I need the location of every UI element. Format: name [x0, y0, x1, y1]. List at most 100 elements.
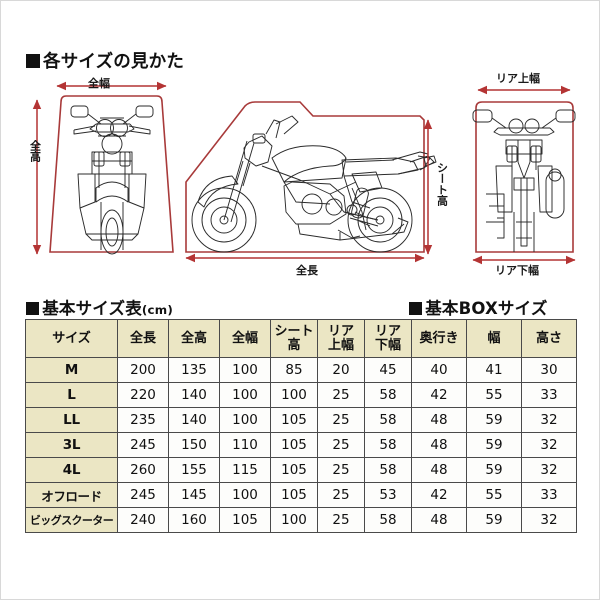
diagram-label-rear-upper-width: リア上幅 [496, 72, 540, 85]
section-heading-basic-box-size-label: 基本BOXサイズ [425, 299, 548, 318]
column-header-seat-height: シート高 [270, 319, 318, 358]
row-header-size-name: 4L [25, 457, 118, 483]
diagram-label-overall-height: 全高 [28, 140, 42, 162]
motorcycle-dimension-diagrams [32, 81, 576, 265]
cell-box-width: 55 [466, 482, 522, 508]
diagram-label-seat-height: シート高 [435, 162, 449, 206]
table-header: サイズ 全長 全高 全幅 シート高 リア上幅 リア下幅 奥行き 幅 高さ [25, 319, 577, 358]
column-header-overall-height: 全高 [168, 319, 220, 358]
cell-box-width: 59 [466, 457, 522, 483]
cell-seat-height: 105 [270, 457, 318, 483]
cell-rear-lower-width: 58 [364, 407, 412, 433]
section-heading-basic-box-size: 基本BOXサイズ [409, 295, 548, 319]
cell-seat-height: 100 [270, 507, 318, 533]
cell-overall-length: 220 [117, 382, 169, 408]
cell-overall-length: 245 [117, 482, 169, 508]
cell-rear-upper-width: 25 [317, 457, 365, 483]
cell-overall-width: 100 [219, 482, 271, 508]
column-header-rear-lower-width: リア下幅 [364, 319, 412, 358]
cell-box-depth: 48 [411, 507, 467, 533]
cell-overall-width: 100 [219, 382, 271, 408]
column-header-line: 上幅 [327, 337, 354, 353]
cell-rear-upper-width: 20 [317, 357, 365, 383]
bullet-square-icon [26, 301, 40, 315]
cell-box-width: 41 [466, 357, 522, 383]
cell-box-width: 55 [466, 382, 522, 408]
section-heading-how-to-read-label: 各サイズの見かた [43, 52, 185, 72]
column-header-line: 全長 [129, 330, 156, 346]
diagram-label-overall-width: 全幅 [88, 77, 110, 90]
cell-overall-height: 140 [168, 407, 220, 433]
row-header-size-name: LL [25, 407, 118, 433]
size-table-unit: (cm) [141, 303, 173, 317]
cell-box-width: 59 [466, 432, 522, 458]
rear-view-group [472, 85, 576, 265]
cell-seat-height: 105 [270, 482, 318, 508]
cell-overall-width: 100 [219, 407, 271, 433]
cell-overall-height: 155 [168, 457, 220, 483]
column-header-line: 奥行き [419, 330, 459, 346]
cell-box-height: 33 [521, 482, 577, 508]
cell-seat-height: 100 [270, 382, 318, 408]
column-header-line: リア [374, 324, 401, 340]
column-header-overall-width: 全幅 [219, 319, 271, 358]
cell-rear-lower-width: 58 [364, 432, 412, 458]
cell-box-depth: 42 [411, 382, 467, 408]
column-header-line: サイズ [52, 330, 91, 346]
cell-rear-lower-width: 58 [364, 507, 412, 533]
front-view-group [32, 81, 174, 255]
cell-box-width: 59 [466, 507, 522, 533]
cell-overall-length: 245 [117, 432, 169, 458]
column-header-line: 幅 [487, 330, 501, 346]
table-header-row: サイズ 全長 全高 全幅 シート高 リア上幅 リア下幅 奥行き 幅 高さ [25, 319, 577, 358]
cell-overall-height: 135 [168, 357, 220, 383]
diagram-label-rear-lower-width: リア下幅 [495, 264, 539, 277]
cell-box-height: 32 [521, 507, 577, 533]
cell-overall-length: 240 [117, 507, 169, 533]
cell-seat-height: 105 [270, 407, 318, 433]
cell-overall-width: 115 [219, 457, 271, 483]
row-header-size-name: 3L [25, 432, 118, 458]
cell-overall-width: 105 [219, 507, 271, 533]
cell-box-height: 30 [521, 357, 577, 383]
cell-overall-height: 150 [168, 432, 220, 458]
cell-overall-width: 100 [219, 357, 271, 383]
side-view-group [185, 101, 437, 263]
column-header-line: 高さ [535, 330, 562, 346]
cell-rear-lower-width: 58 [364, 457, 412, 483]
cell-rear-lower-width: 58 [364, 382, 412, 408]
column-header-line: 下幅 [374, 337, 401, 353]
column-header-overall-length: 全長 [117, 319, 169, 358]
column-header-box-width: 幅 [466, 319, 522, 358]
bullet-square-icon [26, 54, 40, 68]
column-header-line: リア [327, 324, 354, 340]
cell-rear-upper-width: 25 [317, 382, 365, 408]
bullet-square-icon [409, 301, 423, 315]
column-header-rear-upper-width: リア上幅 [317, 319, 365, 358]
cell-overall-length: 260 [117, 457, 169, 483]
cell-box-depth: 48 [411, 407, 467, 433]
column-header-line: 高 [287, 337, 301, 353]
cell-overall-height: 140 [168, 382, 220, 408]
column-header-line: 全幅 [231, 330, 258, 346]
cell-box-depth: 48 [411, 457, 467, 483]
cell-seat-height: 105 [270, 432, 318, 458]
cell-box-depth: 48 [411, 432, 467, 458]
cell-box-depth: 40 [411, 357, 467, 383]
row-header-size-name: ビッグスクーター [25, 507, 118, 533]
row-header-size-name: M [25, 357, 118, 383]
cell-overall-height: 160 [168, 507, 220, 533]
cell-box-height: 33 [521, 382, 577, 408]
cell-box-width: 59 [466, 407, 522, 433]
column-header-box-depth: 奥行き [411, 319, 467, 358]
cell-overall-width: 110 [219, 432, 271, 458]
cell-rear-upper-width: 25 [317, 482, 365, 508]
cell-rear-upper-width: 25 [317, 507, 365, 533]
diagram-label-overall-length: 全長 [296, 264, 318, 277]
